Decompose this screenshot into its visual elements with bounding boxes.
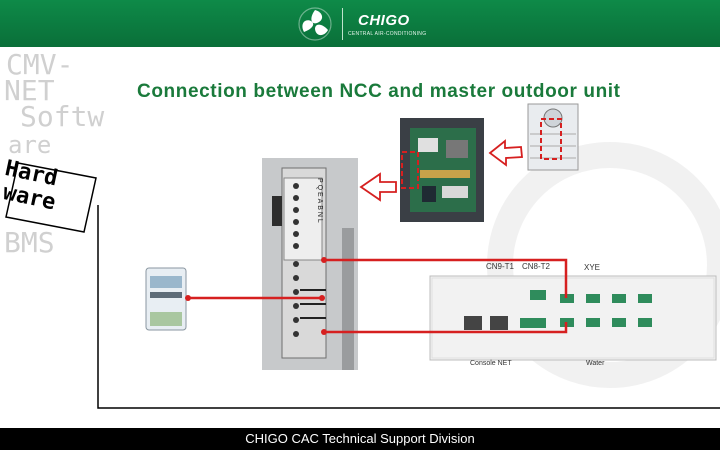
outdoor-unit-photo [527,103,579,171]
gateway-label-cn8: CN8-T2 [522,262,551,271]
terminal-labels: P Q E A B N L [315,178,325,223]
sidebar-connector-line [97,205,720,409]
footer-bar: CHIGO CAC Technical Support Division [0,428,720,450]
sidebar-word-softw: Softw [20,100,105,133]
pcb-photo [400,118,484,222]
sidebar-word-are: are [8,131,52,159]
terminal-label-a: A [316,198,323,204]
power-meter-photo [145,267,187,331]
gateway-label-xye: XYE [584,263,601,272]
brand-name: CHIGO [358,12,410,29]
sidebar-categories: CMV- NET Softw are BMS [0,47,112,437]
arrow-left-icon-2 [359,172,397,202]
arrow-left-icon [488,139,523,167]
logo-divider [342,8,343,40]
footer-text: CHIGO CAC Technical Support Division [245,431,475,446]
terminal-label-e: E [316,192,323,197]
red-wire-bottom [324,322,568,334]
brand-subtitle: CENTRAL AIR-CONDITIONING [348,31,427,37]
terminal-label-b: B [316,205,323,210]
gateway-label-cn9: CN9-T1 [486,262,515,271]
gateway-label-console-net: Console NET [470,360,512,367]
terminal-label-n: N [316,211,323,217]
sidebar-word-bms: BMS [4,226,55,259]
terminal-block-photo [262,158,358,370]
sidebar-word-net: NET [4,74,55,107]
terminal-label-p: P [316,178,323,183]
terminal-label-l: L [316,218,323,223]
slide-title: Connection between NCC and master outdoo… [137,81,621,102]
sidebar-hardware-highlight: Hard ware [1,152,90,222]
wire-endpoints [185,257,327,335]
sidebar-word-cmv: CMV- [6,48,74,81]
terminal-label-q: Q [316,184,323,191]
header-bar: CHIGO CENTRAL AIR-CONDITIONING [0,0,720,47]
gateway-device-photo [429,275,717,361]
chigo-logo-icon [298,7,332,41]
gateway-label-water: Water [586,360,605,367]
